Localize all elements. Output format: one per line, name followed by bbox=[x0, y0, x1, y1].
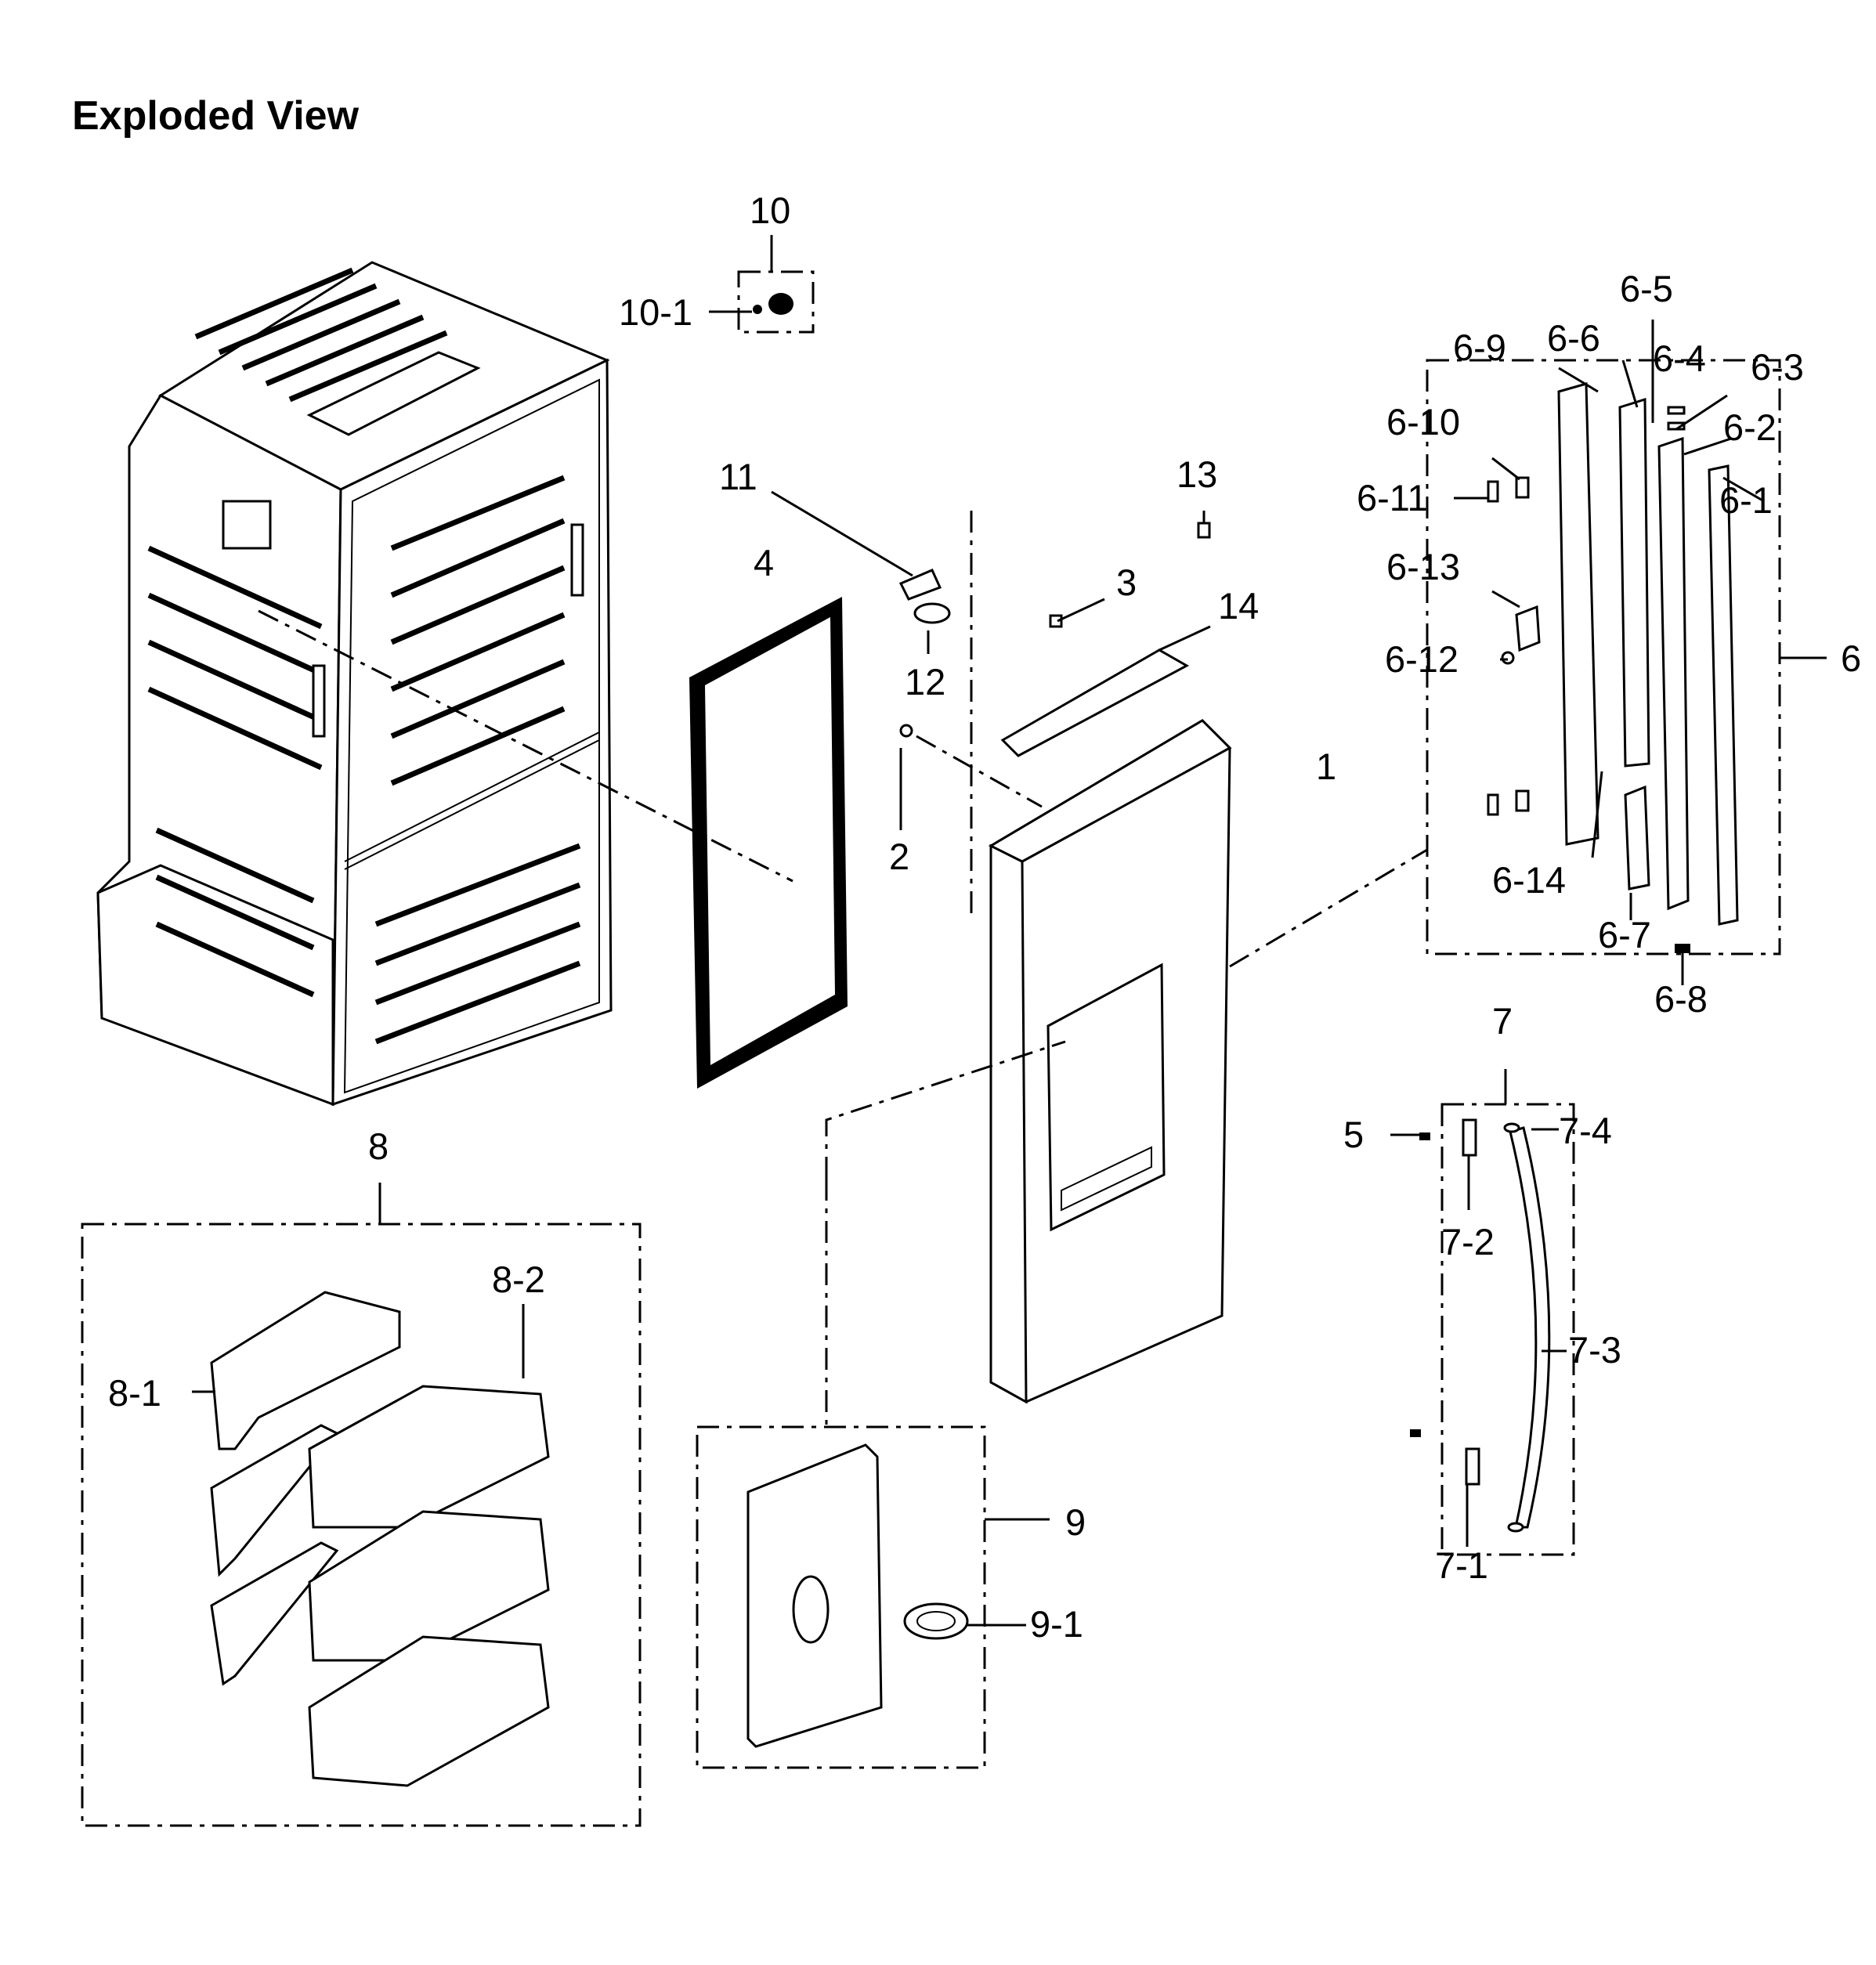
callout-1: 1 bbox=[1316, 746, 1336, 787]
callout-9: 9 bbox=[1065, 1501, 1086, 1543]
callout-6-14: 6-14 bbox=[1492, 859, 1566, 901]
callout-5: 5 bbox=[1343, 1114, 1364, 1155]
callout-labels: 1 2 3 4 5 6 6-1 6-2 6-3 6-4 6-5 6-6 6-7 … bbox=[108, 190, 1861, 1645]
door-handle-parts bbox=[1410, 1118, 1551, 1533]
callout-6-10: 6-10 bbox=[1386, 401, 1460, 442]
callout-6-1: 6-1 bbox=[1719, 479, 1773, 521]
callout-6-7: 6-7 bbox=[1598, 914, 1651, 955]
group-boxes bbox=[81, 270, 1781, 1827]
callout-10: 10 bbox=[750, 190, 790, 231]
door-trim-parts bbox=[1487, 382, 1739, 953]
cabinet-interior-hatching bbox=[147, 267, 581, 1045]
assembly-lines bbox=[258, 511, 1428, 1427]
page-title: Exploded View bbox=[72, 93, 360, 139]
callout-9-1: 9-1 bbox=[1030, 1603, 1083, 1645]
callout-6-2: 6-2 bbox=[1723, 406, 1777, 448]
callout-13: 13 bbox=[1177, 453, 1217, 495]
callout-7-4: 7-4 bbox=[1559, 1110, 1612, 1151]
door-bins bbox=[210, 1291, 550, 1787]
callout-10-1: 10-1 bbox=[619, 291, 692, 333]
callout-7-1: 7-1 bbox=[1435, 1544, 1488, 1586]
callout-14: 14 bbox=[1218, 585, 1259, 627]
callout-6-9: 6-9 bbox=[1453, 327, 1506, 368]
callout-11: 11 bbox=[719, 456, 757, 497]
callout-8: 8 bbox=[368, 1125, 389, 1167]
callout-6-11: 6-11 bbox=[1357, 477, 1428, 518]
callout-6-6: 6-6 bbox=[1547, 317, 1600, 359]
callout-4: 4 bbox=[754, 542, 774, 583]
callout-2: 2 bbox=[889, 836, 909, 877]
callout-6-4: 6-4 bbox=[1653, 338, 1706, 379]
callout-6-8: 6-8 bbox=[1654, 978, 1708, 1020]
callout-8-1: 8-1 bbox=[108, 1372, 161, 1414]
callout-7-3: 7-3 bbox=[1568, 1329, 1621, 1371]
dispenser-cover bbox=[746, 1443, 969, 1748]
callout-7-2: 7-2 bbox=[1441, 1221, 1495, 1262]
callout-8-2: 8-2 bbox=[492, 1259, 545, 1300]
callout-3: 3 bbox=[1116, 562, 1137, 603]
leader-lines bbox=[192, 235, 1827, 1627]
callout-6-3: 6-3 bbox=[1751, 346, 1804, 388]
callout-6-12: 6-12 bbox=[1385, 638, 1459, 680]
callout-6: 6 bbox=[1841, 638, 1861, 679]
callout-6-5: 6-5 bbox=[1620, 268, 1673, 309]
refrigerator-door bbox=[753, 293, 1232, 1404]
callout-6-13: 6-13 bbox=[1386, 546, 1460, 587]
refrigerator-cabinet bbox=[96, 261, 613, 1107]
callout-7: 7 bbox=[1492, 1000, 1513, 1042]
door-gasket bbox=[689, 597, 848, 1089]
callout-12: 12 bbox=[905, 661, 945, 703]
